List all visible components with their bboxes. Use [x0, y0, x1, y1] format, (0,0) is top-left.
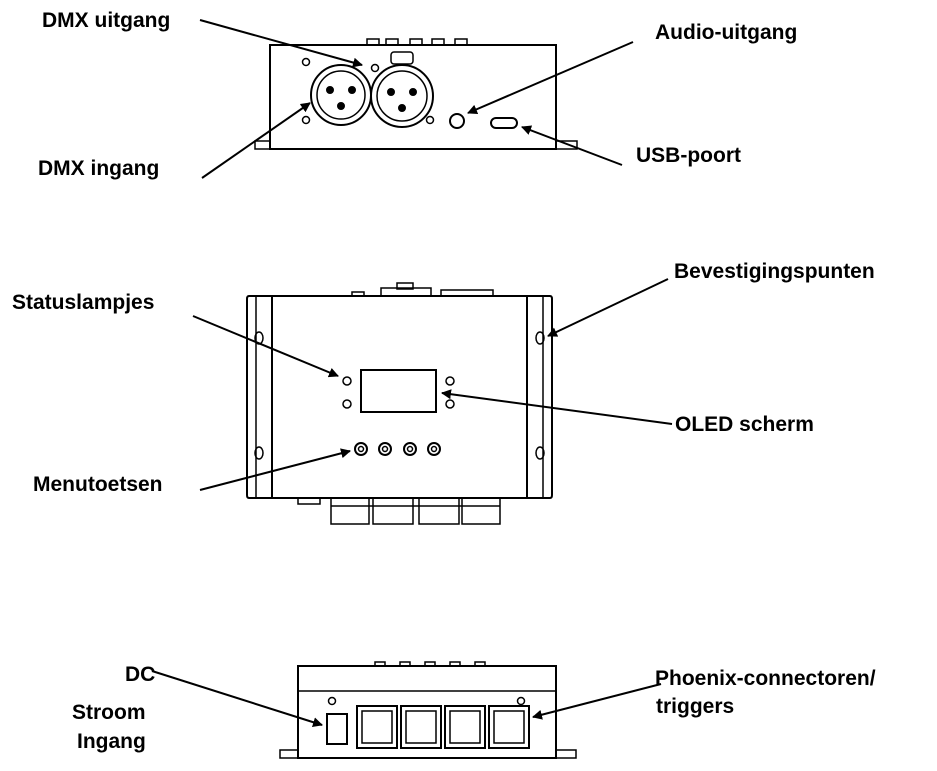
label-dc-line1: DC [125, 663, 155, 686]
dmx-output-connector [370, 51, 434, 128]
leader-lines [151, 19, 673, 728]
status-leds [342, 376, 455, 409]
leader-audio-out [467, 41, 634, 115]
label-audio-out: Audio-uitgang [655, 21, 797, 44]
label-mounting-points: Bevestigingspunten [674, 260, 875, 283]
dc-power-input [326, 713, 348, 745]
oled-screen [360, 369, 437, 413]
top-panel-view [246, 282, 553, 525]
leader-usb [521, 125, 623, 166]
leader-dmx-in [201, 102, 311, 179]
labels: DMX uitgang Audio-uitgang DMX ingang USB… [12, 9, 876, 753]
leader-dc [151, 670, 323, 728]
leader-mounting [547, 278, 669, 337]
label-dmx-in: DMX ingang [38, 157, 159, 180]
label-usb-port: USB-poort [636, 144, 741, 167]
label-oled-screen: OLED scherm [675, 413, 814, 436]
rear-panel-view [279, 661, 577, 759]
front-panel-view [254, 38, 578, 150]
phoenix-connectors [356, 705, 530, 749]
leader-dmx-out [199, 19, 363, 68]
leader-oled [441, 389, 673, 425]
leader-phoenix [532, 683, 662, 720]
label-phoenix-line2: triggers [656, 695, 734, 718]
label-phoenix-line1: Phoenix-connectoren/ [655, 667, 876, 690]
label-dmx-out: DMX uitgang [42, 9, 170, 32]
label-dc-line3: Ingang [77, 730, 146, 753]
menu-buttons [354, 442, 441, 456]
label-menu-buttons: Menutoetsen [33, 473, 163, 496]
audio-jack [449, 113, 465, 129]
leader-status-leds [192, 315, 339, 378]
label-dc-line2: Stroom [72, 701, 146, 724]
label-status-leds: Statuslampjes [12, 291, 154, 314]
usb-port [490, 117, 518, 129]
leader-menu [199, 448, 351, 491]
